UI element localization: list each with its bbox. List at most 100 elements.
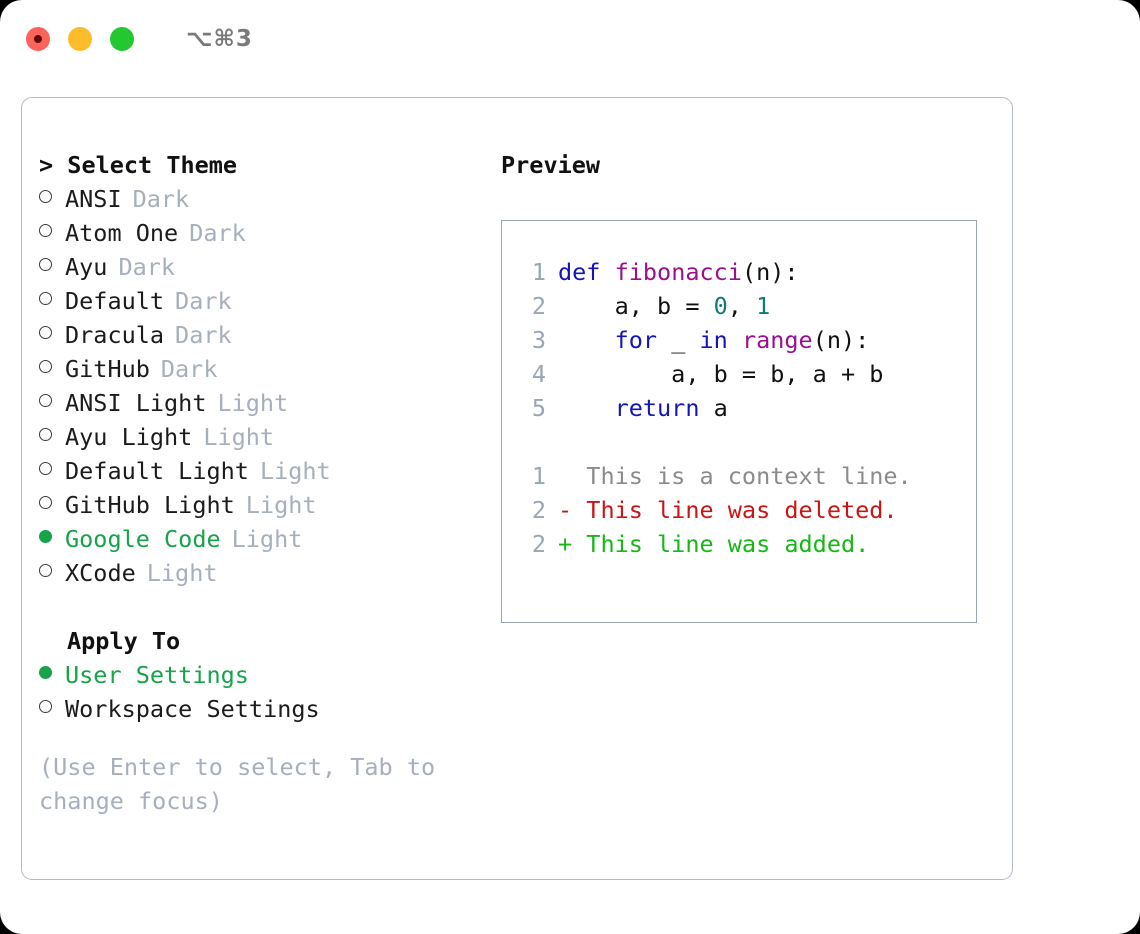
minimize-button[interactable] — [68, 27, 92, 51]
radio-selected-icon[interactable] — [39, 666, 52, 679]
diff-line: 2+ This line was added. — [502, 527, 976, 561]
code-token-pl: (n): — [741, 258, 799, 286]
theme-option[interactable]: Google Code Light — [39, 522, 489, 556]
diff-line-number: 2 — [531, 530, 546, 558]
diff-line: 1 This is a context line. — [502, 459, 976, 493]
theme-option-name: GitHub Light — [65, 491, 235, 519]
diff-line-text: - This line was deleted. — [558, 496, 898, 524]
diff-line-text: This is a context line. — [558, 462, 912, 490]
code-line-text: for _ in range(n): — [558, 323, 870, 357]
theme-option-name: Dracula — [65, 321, 165, 349]
radio-unselected-icon[interactable] — [39, 462, 52, 475]
theme-option-variant: Light — [146, 559, 218, 587]
code-token-num: 0 — [713, 292, 728, 320]
code-token-kw: return — [614, 394, 700, 422]
code-token-kw: for — [614, 326, 658, 354]
code-token-pl — [558, 326, 615, 354]
radio-unselected-icon[interactable] — [39, 360, 52, 373]
code-token-kw: def — [558, 258, 601, 286]
code-line-text: return a — [558, 391, 728, 425]
radio-unselected-icon[interactable] — [39, 496, 52, 509]
radio-unselected-icon[interactable] — [39, 224, 52, 237]
close-button[interactable] — [26, 27, 50, 51]
code-token-num: 1 — [756, 292, 771, 320]
diff-line-number: 1 — [531, 462, 546, 490]
code-line-number: 1 — [531, 258, 546, 286]
theme-option[interactable]: ANSI Dark — [39, 182, 489, 216]
code-token-pl: , — [727, 292, 757, 320]
theme-option-name: ANSI Light — [65, 389, 207, 417]
apply-to-option-name: User Settings — [65, 661, 249, 689]
code-line-number: 5 — [531, 394, 546, 422]
code-token-pl — [558, 394, 615, 422]
preview-spacer — [502, 425, 976, 459]
keyboard-shortcut-label: ⌥⌘3 — [186, 26, 253, 52]
maximize-button[interactable] — [110, 27, 134, 51]
radio-unselected-icon[interactable] — [39, 258, 52, 271]
theme-option-variant: Light — [217, 389, 289, 417]
code-line-number: 3 — [531, 326, 546, 354]
theme-option-name: Ayu Light — [65, 423, 193, 451]
theme-option-variant: Dark — [160, 355, 218, 383]
list-spacer — [39, 590, 489, 624]
apply-to-option[interactable]: User Settings — [39, 658, 489, 692]
window-controls — [26, 27, 134, 51]
code-line-text: def fibonacci(n): — [558, 255, 799, 289]
theme-option-variant: Dark — [132, 185, 190, 213]
theme-option-name: ANSI — [65, 185, 122, 213]
code-token-pl: a — [699, 394, 728, 422]
radio-unselected-icon[interactable] — [39, 564, 52, 577]
theme-option-name: Default — [65, 287, 165, 315]
radio-unselected-icon[interactable] — [39, 292, 52, 305]
theme-option-name: Ayu — [65, 253, 108, 281]
theme-option-name: Google Code — [65, 525, 221, 553]
apply-to-header: Apply To — [67, 627, 181, 655]
code-token-pl — [728, 326, 742, 354]
select-theme-header: > Select Theme — [39, 151, 238, 179]
diff-sample: 1 This is a context line. 2 - This line wa… — [502, 459, 976, 561]
radio-unselected-icon[interactable] — [39, 190, 52, 203]
theme-option-name: Default Light — [65, 457, 249, 485]
diff-line: 2 - This line was deleted. — [502, 493, 976, 527]
radio-unselected-icon[interactable] — [39, 700, 52, 713]
code-line: 4 a, b = b, a + b — [502, 357, 976, 391]
radio-unselected-icon[interactable] — [39, 428, 52, 441]
radio-unselected-icon[interactable] — [39, 326, 52, 339]
theme-option[interactable]: ANSI Light Light — [39, 386, 489, 420]
apply-to-option-name: Workspace Settings — [65, 695, 320, 723]
theme-option-variant: Light — [231, 525, 303, 553]
code-line: 5 return a — [502, 391, 976, 425]
code-token-fn: fibonacci — [614, 258, 742, 286]
apply-to-option[interactable]: Workspace Settings — [39, 692, 489, 726]
diff-line-number: 2 — [531, 496, 546, 524]
code-line-text: a, b = 0, 1 — [558, 289, 771, 323]
radio-selected-icon[interactable] — [39, 530, 52, 543]
title-bar: ⌥⌘3 — [0, 0, 1140, 78]
preview-title: Preview — [501, 151, 601, 179]
code-token-pl: (n): — [812, 326, 870, 354]
code-token-fn: range — [741, 326, 813, 354]
radio-unselected-icon[interactable] — [39, 394, 52, 407]
code-line: 3 for _ in range(n): — [502, 323, 976, 357]
code-token-pl: a, b = — [558, 292, 714, 320]
code-token-pl: a, b = b, a + b — [558, 360, 884, 388]
code-line-number: 4 — [531, 360, 546, 388]
